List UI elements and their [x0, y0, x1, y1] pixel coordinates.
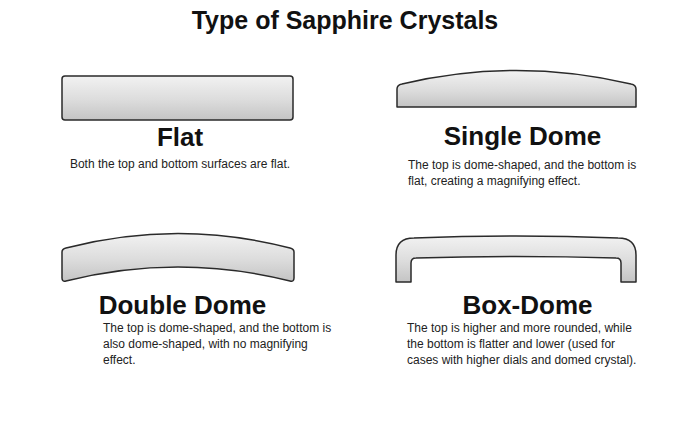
crystal-outline [62, 76, 293, 120]
flat-crystal-shape [40, 60, 320, 130]
crystal-type-heading: Flat [40, 122, 320, 152]
crystal-type-heading: Double Dome [40, 290, 325, 320]
crystal-panel: Single DomeThe top is dome-shaped, and t… [380, 55, 665, 195]
single-dome-crystal-shape [380, 55, 665, 125]
crystal-panel: Box-DomeThe top is higher and more round… [380, 225, 675, 395]
crystal-panel: Double DomeThe top is dome-shaped, and t… [40, 225, 325, 375]
crystal-description: The top is higher and more rounded, whil… [407, 320, 647, 368]
box-dome-crystal-shape [380, 225, 675, 295]
crystal-outline [62, 234, 294, 282]
double-dome-crystal-shape [40, 225, 325, 295]
crystal-description: The top is dome-shaped, and the bottom i… [408, 157, 658, 189]
crystal-description: The top is dome-shaped, and the bottom i… [103, 320, 343, 368]
crystal-outline [396, 236, 636, 282]
crystal-type-heading: Box-Dome [380, 290, 675, 320]
crystal-panel: FlatBoth the top and bottom surfaces are… [40, 60, 320, 185]
crystal-description: Both the top and bottom surfaces are fla… [50, 156, 310, 172]
crystal-outline [397, 71, 636, 108]
crystal-type-heading: Single Dome [380, 121, 665, 151]
page-title: Type of Sapphire Crystals [0, 6, 690, 35]
